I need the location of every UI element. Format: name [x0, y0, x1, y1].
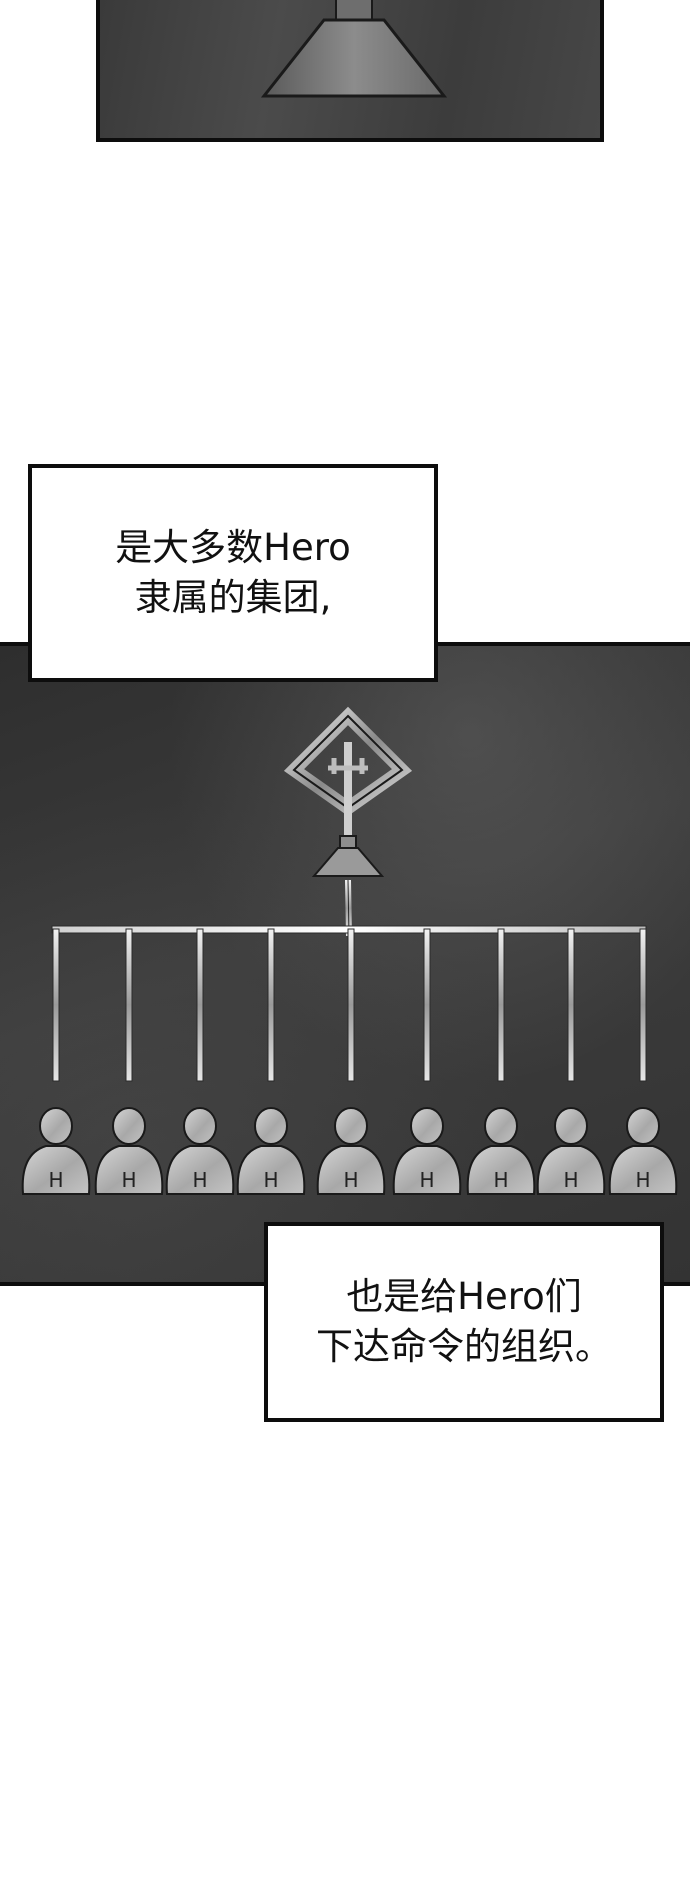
member-body: [21, 1145, 91, 1195]
member-body: [316, 1145, 386, 1195]
member-badge-label: H: [263, 1168, 278, 1192]
emblem-pedestal: [260, 18, 448, 98]
member-body: [392, 1145, 462, 1195]
branch-line: [347, 928, 355, 1082]
member-body: [236, 1145, 306, 1195]
member-head: [484, 1107, 518, 1145]
emblem-base-graphic: [260, 0, 448, 98]
member-head: [410, 1107, 444, 1145]
member-figure: H: [236, 1107, 306, 1195]
member-head: [112, 1107, 146, 1145]
branch-line: [52, 928, 60, 1082]
member-body: [466, 1145, 536, 1195]
branch-line: [267, 928, 275, 1082]
member-badge-label: H: [493, 1168, 508, 1192]
member-badge-label: H: [343, 1168, 358, 1192]
member-head: [626, 1107, 660, 1145]
emblem-stem: [335, 0, 373, 21]
member-figure: H: [466, 1107, 536, 1195]
member-body: [94, 1145, 164, 1195]
branch-line: [196, 928, 204, 1082]
member-badge-label: H: [635, 1168, 650, 1192]
member-head: [254, 1107, 288, 1145]
member-badge-label: H: [48, 1168, 63, 1192]
branch-line: [423, 928, 431, 1082]
caption-box-first: 是大多数Hero 隶属的集团,: [28, 464, 438, 682]
member-body: [165, 1145, 235, 1195]
member-figure: H: [165, 1107, 235, 1195]
branch-line: [125, 928, 133, 1082]
member-figure: H: [392, 1107, 462, 1195]
branch-lines: [52, 928, 647, 1082]
branch-line: [567, 928, 575, 1082]
member-badge-label: H: [192, 1168, 207, 1192]
member-figure: H: [536, 1107, 606, 1195]
member-body: [608, 1145, 678, 1195]
spade-trident-emblem: [283, 706, 413, 877]
member-badge-label: H: [419, 1168, 434, 1192]
caption-box-second: 也是给Hero们 下达命令的组织。: [264, 1222, 664, 1422]
member-body: [536, 1145, 606, 1195]
member-head: [183, 1107, 217, 1145]
top-panel: [96, 0, 604, 142]
caption-first-line-2: 隶属的集团,: [134, 576, 332, 619]
member-badge-label: H: [563, 1168, 578, 1192]
member-head: [554, 1107, 588, 1145]
caption-second-line-2: 下达命令的组织。: [316, 1325, 612, 1368]
member-head: [334, 1107, 368, 1145]
member-figure: H: [608, 1107, 678, 1195]
member-figure: H: [94, 1107, 164, 1195]
member-badge-label: H: [121, 1168, 136, 1192]
member-figure: H: [21, 1107, 91, 1195]
caption-second-line-1: 也是给Hero们: [346, 1275, 582, 1318]
caption-first-line-1: 是大多数Hero: [115, 526, 351, 569]
branch-line: [497, 928, 505, 1082]
member-head: [39, 1107, 73, 1145]
member-figure: H: [316, 1107, 386, 1195]
branch-line: [639, 928, 647, 1082]
